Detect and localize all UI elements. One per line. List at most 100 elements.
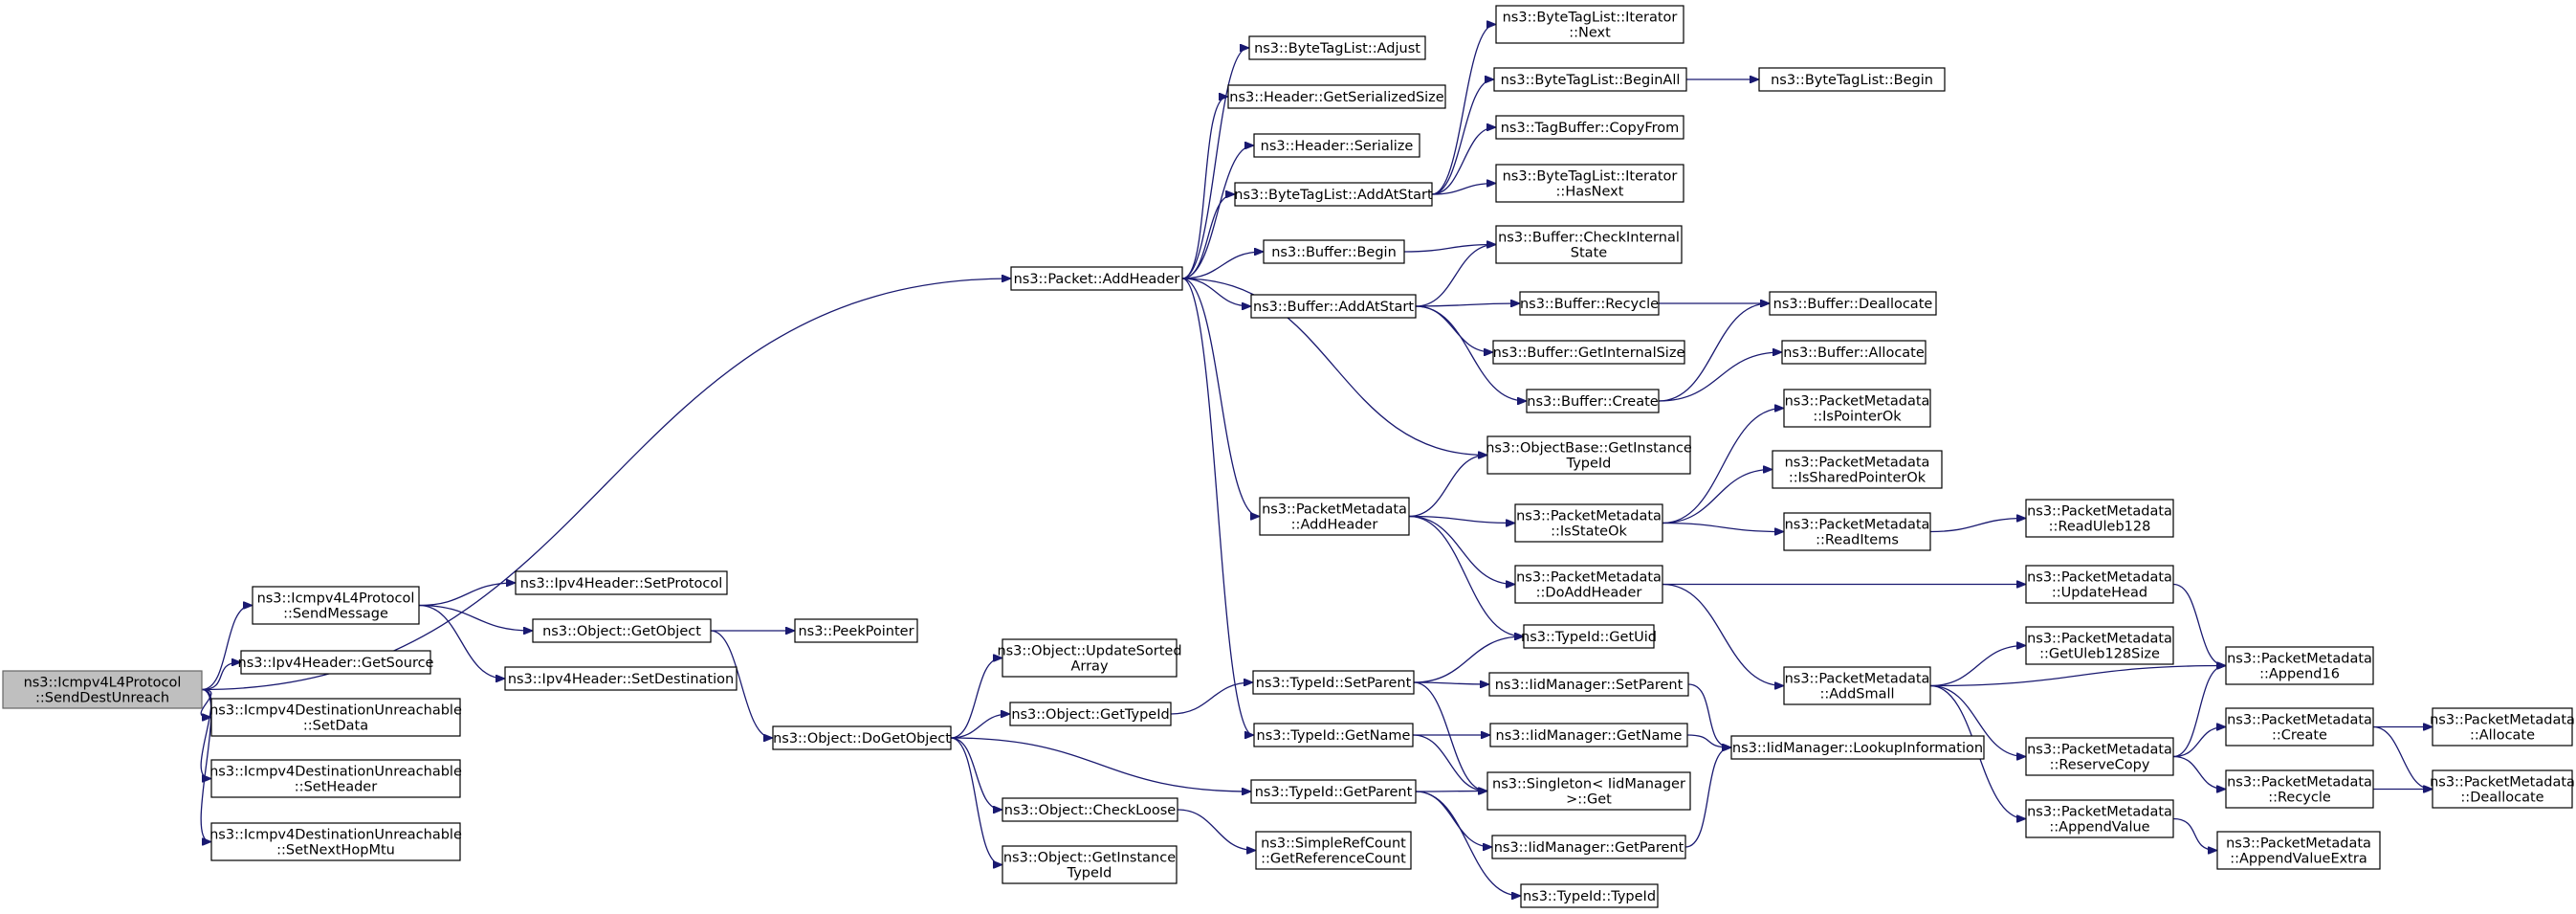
- edge-pm_reservecopy-to-pm_append16: [2172, 666, 2225, 758]
- node-icmp_sendmessage[interactable]: ns3::Icmpv4L4Protocol::SendMessage: [252, 586, 420, 625]
- node-box: [1783, 512, 1931, 551]
- node-pm_readuleb128[interactable]: ns3::PacketMetadata::ReadUleb128: [2025, 499, 2174, 538]
- node-buf_begin[interactable]: ns3::Buffer::Begin: [1263, 239, 1405, 264]
- node-buf_getinternalsize[interactable]: ns3::Buffer::GetInternalSize: [1492, 340, 1685, 365]
- node-pm_reservecopy[interactable]: ns3::PacketMetadata::ReserveCopy: [2025, 737, 2174, 776]
- node-btli_next[interactable]: ns3::ByteTagList::Iterator::Next: [1495, 5, 1684, 44]
- edge-buf_addatstart-to-buf_getinternalsize: [1415, 305, 1492, 352]
- node-label-line: ns3::PacketMetadata: [2027, 570, 2172, 586]
- node-ipv4_getsource[interactable]: ns3::Ipv4Header::GetSource: [238, 650, 434, 675]
- node-label-line: ::Next: [1569, 26, 1611, 41]
- edge-pm_doaddheader-to-pm_addsmall: [1662, 583, 1783, 686]
- node-label-line: ns3::ByteTagList::Begin: [1771, 73, 1933, 88]
- edge-obj_getobject-to-obj_dogetobject: [710, 630, 772, 738]
- node-typeid_setparent[interactable]: ns3::TypeId::SetParent: [1252, 670, 1415, 695]
- edge-pkt_addheader-to-hdr_getserializedsize: [1181, 97, 1227, 279]
- node-btl_begin[interactable]: ns3::ByteTagList::Begin: [1758, 67, 1946, 92]
- node-obj_checkloose[interactable]: ns3::Object::CheckLoose: [1002, 797, 1178, 822]
- node-label-line: ::ReadItems: [1816, 533, 1899, 548]
- node-label-line: ns3::TypeId::GetParent: [1255, 785, 1413, 800]
- node-iid_getparent[interactable]: ns3::IidManager::GetParent: [1491, 835, 1686, 859]
- node-pm_deallocate[interactable]: ns3::PacketMetadata::Deallocate: [2430, 769, 2575, 809]
- node-buf_create[interactable]: ns3::Buffer::Create: [1526, 389, 1660, 413]
- node-pm_appendvalueextra[interactable]: ns3::PacketMetadata::AppendValueExtra: [2216, 831, 2381, 870]
- node-box: [515, 570, 728, 595]
- node-buf_allocate[interactable]: ns3::Buffer::Allocate: [1781, 340, 1926, 365]
- node-pm_doaddheader[interactable]: ns3::PacketMetadata::DoAddHeader: [1514, 565, 1663, 604]
- node-du_setnexthopmtu[interactable]: ns3::Icmpv4DestinationUnreachable::SetNe…: [209, 822, 462, 861]
- node-box: [1526, 389, 1660, 413]
- node-typeid_typeid[interactable]: ns3::TypeId::TypeId: [1520, 883, 1659, 908]
- node-pm_isstateok[interactable]: ns3::PacketMetadata::IsStateOk: [1514, 503, 1663, 543]
- node-box: [794, 618, 918, 643]
- node-pm_addsmall[interactable]: ns3::PacketMetadata::AddSmall: [1783, 666, 1931, 705]
- node-du_setheader[interactable]: ns3::Icmpv4DestinationUnreachable::SetHe…: [209, 759, 462, 798]
- node-label-line: ::SetHeader: [295, 780, 377, 795]
- node-tagbuf_copyfrom[interactable]: ns3::TagBuffer::CopyFrom: [1495, 115, 1684, 140]
- node-du_setdata[interactable]: ns3::Icmpv4DestinationUnreachable::SetDa…: [209, 698, 462, 737]
- edge-pkt_addheader-to-objbase_getinstancetypeid: [1181, 278, 1486, 456]
- node-obj_getobject[interactable]: ns3::Object::GetObject: [532, 618, 712, 643]
- node-label-line: ::DoAddHeader: [1536, 586, 1642, 601]
- node-ipv4_setprotocol[interactable]: ns3::Ipv4Header::SetProtocol: [515, 570, 728, 595]
- node-box: [240, 650, 431, 675]
- edge-typeid_getname-to-singleton_get: [1412, 734, 1486, 791]
- node-iid_lookupinformation[interactable]: ns3::IidManager::LookupInformation: [1730, 735, 1985, 760]
- node-pm_updatehead[interactable]: ns3::PacketMetadata::UpdateHead: [2025, 565, 2174, 604]
- node-hdr_getserializedsize[interactable]: ns3::Header::GetSerializedSize: [1227, 84, 1446, 109]
- node-pm_ispointerok[interactable]: ns3::PacketMetadata::IsPointerOk: [1783, 389, 1931, 428]
- node-btl_addatstart[interactable]: ns3::ByteTagList::AddAtStart: [1234, 182, 1433, 207]
- node-buf_addatstart[interactable]: ns3::Buffer::AddAtStart: [1250, 294, 1417, 319]
- node-label-line: ns3::PacketMetadata: [1785, 394, 1930, 410]
- node-buf_recycle[interactable]: ns3::Buffer::Recycle: [1519, 291, 1660, 316]
- edge-pm_updatehead-to-pm_append16: [2172, 583, 2225, 666]
- node-pm_allocate[interactable]: ns3::PacketMetadata::Allocate: [2430, 707, 2575, 747]
- node-pm_addheader[interactable]: ns3::PacketMetadata::AddHeader: [1259, 497, 1410, 536]
- node-ipv4_setdestination[interactable]: ns3::Ipv4Header::SetDestination: [504, 666, 738, 691]
- node-label-line: ns3::Header::GetSerializedSize: [1229, 90, 1444, 105]
- node-label-line: ns3::Buffer::Begin: [1271, 245, 1397, 260]
- node-label-line: ns3::Icmpv4DestinationUnreachable: [209, 828, 462, 843]
- node-pm_create[interactable]: ns3::PacketMetadata::Create: [2225, 707, 2374, 747]
- node-src_getreferencecount[interactable]: ns3::SimpleRefCount::GetReferenceCount: [1255, 831, 1412, 870]
- node-buf_deallocate[interactable]: ns3::Buffer::Deallocate: [1769, 291, 1937, 316]
- node-typeid_getuid[interactable]: ns3::TypeId::GetUid: [1521, 624, 1657, 649]
- node-pkt_addheader[interactable]: ns3::Packet::AddHeader: [1010, 266, 1183, 291]
- edge-btl_addatstart-to-btl_beginall: [1431, 79, 1493, 195]
- node-btl_beginall[interactable]: ns3::ByteTagList::BeginAll: [1493, 67, 1687, 92]
- node-peekpointer[interactable]: ns3::PeekPointer: [794, 618, 918, 643]
- node-obj_dogetobject[interactable]: ns3::Object::DoGetObject: [772, 725, 952, 750]
- node-btl_adjust[interactable]: ns3::ByteTagList::Adjust: [1248, 35, 1426, 60]
- edge-iid_setparent-to-iid_lookupinformation: [1687, 683, 1730, 747]
- node-label-line: ::Recycle: [2268, 791, 2331, 806]
- node-iid_setparent[interactable]: ns3::IidManager::SetParent: [1488, 672, 1689, 697]
- node-typeid_getname[interactable]: ns3::TypeId::GetName: [1253, 723, 1414, 747]
- node-label-line: ::Append16: [2259, 667, 2340, 682]
- node-iid_getname[interactable]: ns3::IidManager::GetName: [1489, 723, 1688, 747]
- node-pm_append16[interactable]: ns3::PacketMetadata::Append16: [2225, 646, 2374, 685]
- node-label-line: ns3::Icmpv4L4Protocol: [257, 591, 415, 607]
- node-box: [2432, 707, 2573, 747]
- node-box: [1227, 84, 1446, 109]
- node-typeid_getparent[interactable]: ns3::TypeId::GetParent: [1250, 779, 1417, 804]
- node-pm_readitems[interactable]: ns3::PacketMetadata::ReadItems: [1783, 512, 1931, 551]
- edge-typeid_setparent-to-singleton_get: [1413, 681, 1486, 791]
- edge-pm_addsmall-to-pm_reservecopy: [1929, 684, 2025, 757]
- node-pm_getuleb128size[interactable]: ns3::PacketMetadata::GetUleb128Size: [2025, 626, 2174, 665]
- node-btli_hasnext[interactable]: ns3::ByteTagList::Iterator::HasNext: [1495, 164, 1684, 203]
- node-pm_recycle[interactable]: ns3::PacketMetadata::Recycle: [2225, 769, 2374, 809]
- node-obj_gettypeid[interactable]: ns3::Object::GetTypeId: [1009, 702, 1172, 726]
- node-hdr_serialize[interactable]: ns3::Header::Serialize: [1253, 133, 1420, 158]
- node-pm_appendvalue[interactable]: ns3::PacketMetadata::AppendValue: [2025, 799, 2174, 838]
- node-pm_issharedpointerok[interactable]: ns3::PacketMetadata::IsSharedPointerOk: [1772, 450, 1943, 489]
- node-singleton_get[interactable]: ns3::Singleton< IidManager>::Get: [1486, 771, 1691, 811]
- node-label-line: ns3::TypeId::SetParent: [1256, 676, 1412, 691]
- node-box: [1486, 435, 1691, 475]
- node-label-line: ::GetUleb128Size: [2039, 647, 2160, 662]
- edge-iid_getparent-to-iid_lookupinformation: [1684, 747, 1730, 848]
- edge-buf_begin-to-buf_checkinternalstate: [1403, 245, 1495, 253]
